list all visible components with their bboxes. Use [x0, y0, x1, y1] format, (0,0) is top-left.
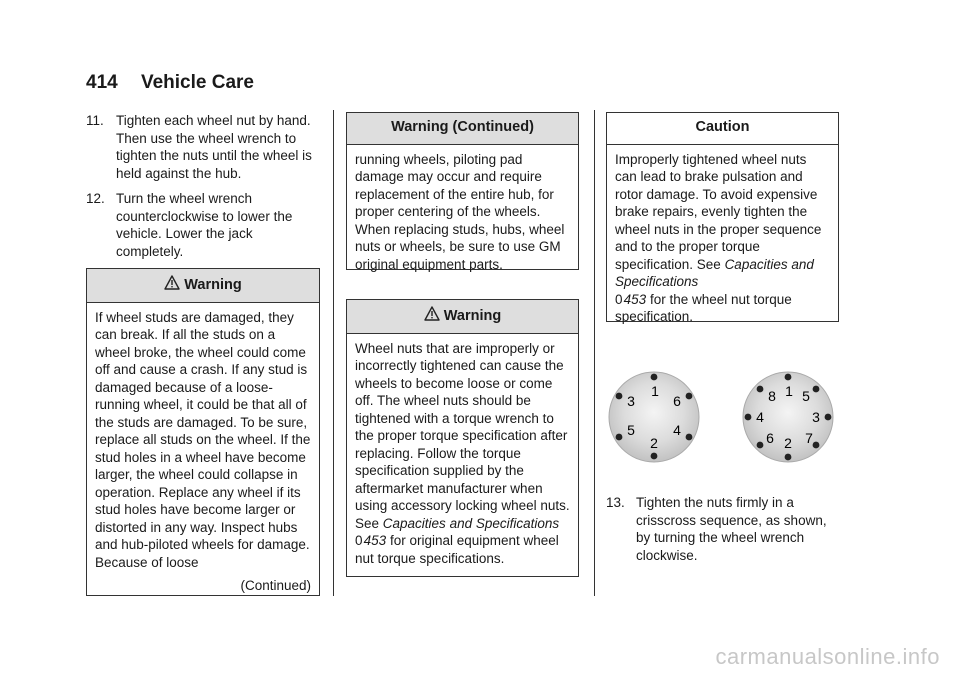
caution-text-before: Improperly tightened wheel nuts can lead…	[615, 151, 822, 272]
step-number: 13.	[606, 495, 625, 510]
column-divider-left	[333, 110, 334, 596]
warning2-ref-page[interactable]: 453	[363, 533, 387, 548]
warning2-text-after: for original equipment wheel nut torque …	[355, 533, 559, 566]
left-column: 11. Tighten each wheel nut by hand. Then …	[86, 112, 322, 268]
warning-box-wheel-nuts: Warning Wheel nuts that are improperly o…	[346, 299, 579, 577]
list-item: 12. Turn the wheel wrench counterclockwis…	[86, 190, 322, 260]
warning-box-wheel-studs: Warning If wheel studs are damaged, they…	[86, 268, 320, 596]
warning-continued-box: Warning (Continued) running wheels, pilo…	[346, 112, 579, 272]
warning2-text-before: Wheel nuts that are improperly or incorr…	[355, 340, 570, 531]
sequence-number: 5	[802, 388, 810, 404]
list-item: 11. Tighten each wheel nut by hand. Then …	[86, 112, 322, 182]
caution-title: Caution	[607, 113, 838, 145]
steps-list: 13. Tighten the nuts firmly in a crisscro…	[606, 494, 838, 564]
warning-title: Warning	[347, 300, 578, 334]
steps-list: 11. Tighten each wheel nut by hand. Then …	[86, 112, 322, 260]
sequence-number: 8	[768, 388, 776, 404]
page-ref-symbol: 0	[615, 291, 623, 307]
caution-text-after: for the wheel nut torque specification.	[615, 291, 792, 325]
sequence-number: 4	[673, 422, 681, 438]
lug-nut	[615, 433, 623, 441]
lug-nut	[615, 392, 623, 400]
sequence-number: 1	[651, 383, 659, 399]
caution-body: Improperly tightened wheel nuts can lead…	[607, 145, 838, 332]
list-item: 13. Tighten the nuts firmly in a crisscro…	[606, 494, 838, 564]
caution-ref-title: Capacities and Specifications	[615, 256, 814, 290]
lug-nut	[685, 392, 693, 400]
column-divider-right	[594, 110, 595, 596]
step-number: 11.	[86, 113, 104, 128]
warning-title: Warning	[87, 269, 319, 303]
lug-nut	[784, 453, 792, 461]
warning-continued-title: Warning (Continued)	[347, 113, 578, 145]
warning-title-text: Warning	[443, 308, 502, 324]
caution-ref-page[interactable]: 453	[623, 291, 647, 307]
lug-nut	[685, 433, 693, 441]
watermark: carmanualsonline.info	[715, 644, 940, 669]
sequence-number: 6	[766, 430, 774, 446]
continued-label: (Continued)	[240, 578, 311, 593]
lug-nut	[824, 413, 832, 421]
lug-nut	[784, 373, 792, 381]
six-lug-wheel: 1 2 3 4 5 6	[608, 371, 700, 463]
section-title: Vehicle Care	[140, 72, 255, 93]
step-text: Tighten the nuts firmly in a crisscross …	[636, 495, 827, 563]
lug-nut	[756, 441, 764, 449]
sequence-number: 5	[627, 422, 635, 438]
warning2-ref-title: Capacities and Specifications	[382, 515, 560, 531]
page-number: 414	[86, 72, 118, 93]
warning-title-text: Warning	[184, 277, 242, 293]
lug-nut	[650, 452, 658, 460]
eight-lug-wheel: 1 2 3 4 5 6 7 8	[742, 371, 834, 463]
sequence-number: 4	[756, 409, 764, 425]
step-text: Tighten each wheel nut by hand. Then use…	[116, 113, 312, 181]
step-number: 12.	[86, 191, 105, 206]
right-column-step: 13. Tighten the nuts firmly in a crisscro…	[606, 494, 838, 572]
warning-body: If wheel studs are damaged, they can bre…	[95, 309, 311, 570]
sequence-number: 2	[784, 435, 792, 451]
lug-nut	[812, 385, 820, 393]
lug-nut	[812, 441, 820, 449]
sequence-number: 3	[627, 393, 635, 409]
sequence-number: 2	[650, 435, 658, 451]
warning-icon	[164, 275, 180, 290]
lug-nut	[744, 413, 752, 421]
page-ref-symbol: 0	[355, 533, 363, 548]
lug-nut-sequence-diagram: 1 2 3 4 5 6 1 2 3 4 5 6 7 8	[608, 371, 834, 463]
page-header: 414 Vehicle Care	[86, 72, 254, 94]
step-text: Turn the wheel wrench counterclockwise t…	[116, 191, 293, 259]
caution-box: Caution Improperly tightened wheel nuts …	[606, 112, 839, 324]
lug-nut	[756, 385, 764, 393]
sequence-number: 6	[673, 393, 681, 409]
warning-continued-body: running wheels, piloting pad damage may …	[355, 151, 565, 272]
warning-icon	[424, 306, 440, 321]
warning2-body: Wheel nuts that are improperly or incorr…	[347, 334, 578, 574]
sequence-number: 7	[805, 430, 813, 446]
lug-nut	[650, 373, 658, 381]
sequence-number: 1	[785, 383, 793, 399]
sequence-number: 3	[812, 409, 820, 425]
